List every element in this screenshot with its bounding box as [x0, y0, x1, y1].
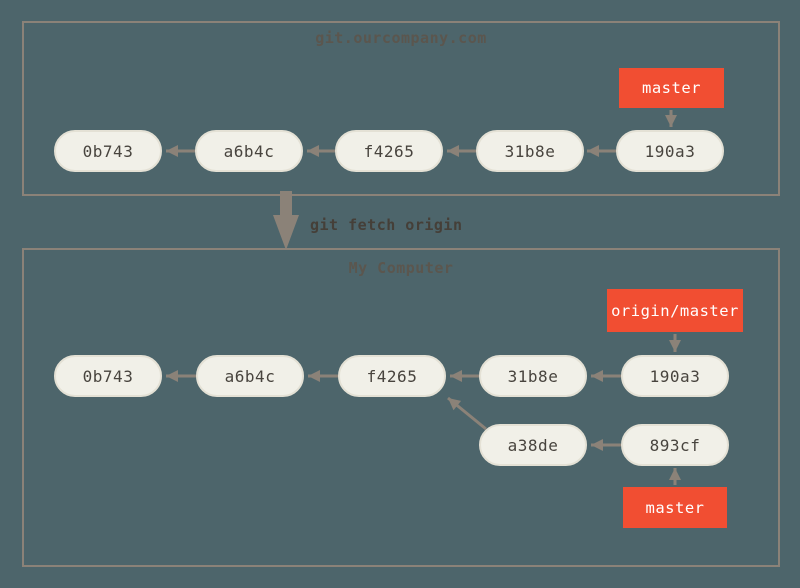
remote-master-branch-label: master [619, 68, 724, 108]
remote-commit-node-5: 190a3 [616, 130, 724, 172]
origin-master-branch-label: origin/master [607, 289, 743, 332]
remote-commit-node-1: 0b743 [54, 130, 162, 172]
local-repo-box: My Computer [22, 248, 780, 567]
remote-commit-node-3: f4265 [335, 130, 443, 172]
local-repo-title: My Computer [348, 259, 454, 277]
local-commit-node-3: f4265 [338, 355, 446, 397]
local-commit-node-2: a6b4c [196, 355, 304, 397]
local-branch-commit-node-2: 893cf [621, 424, 729, 466]
remote-repo-box: git.ourcompany.com [22, 21, 780, 196]
fetch-transition-arrow [273, 191, 299, 250]
local-commit-node-1: 0b743 [54, 355, 162, 397]
remote-commit-node-2: a6b4c [195, 130, 303, 172]
remote-repo-title: git.ourcompany.com [315, 29, 487, 47]
local-commit-node-5: 190a3 [621, 355, 729, 397]
remote-commit-node-4: 31b8e [476, 130, 584, 172]
fetch-command-label: git fetch origin [310, 216, 463, 234]
local-branch-commit-node-1: a38de [479, 424, 587, 466]
local-master-branch-label: master [623, 487, 727, 528]
local-commit-node-4: 31b8e [479, 355, 587, 397]
